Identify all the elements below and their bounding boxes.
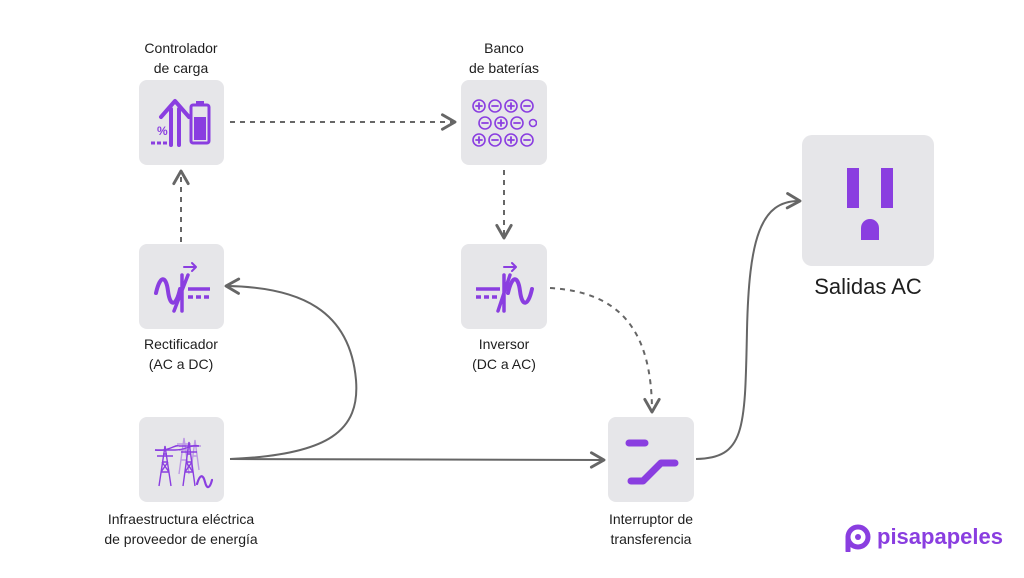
battery-label-line1: Banco [484,40,524,56]
rectifier-label-line2: (AC a DC) [148,356,214,372]
charge-controller-icon: % [150,98,210,147]
logo-p-icon [845,524,871,552]
power-tower-icon [154,437,213,488]
arrow-grid-to-transfer [229,451,606,469]
pisapapeles-logo[interactable]: pisapapeles [843,522,1003,552]
inverter-label-line1: Inversor [478,336,530,352]
transfer-label-line1: Interruptor de [608,511,694,527]
rectifier-icon [153,261,210,313]
transfer-label-line2: transferencia [610,531,692,547]
transfer-switch-node [608,417,694,502]
controller-label-line1: Controlador [144,40,218,56]
grid-node [139,417,224,502]
controller-label-line2: de carga [153,60,209,76]
battery-bank-icon [472,98,537,147]
arrow-grid-to-rectifier [224,277,358,460]
controller-label: Controlador de carga [121,38,241,78]
rectifier-node [139,244,224,329]
percent-text: % [157,124,168,138]
ac-outlet-icon [847,167,893,240]
transfer-label: Interruptor de transferencia [586,509,716,549]
battery-label-line2: de baterías [468,60,540,76]
rectifier-label: Rectificador (AC a DC) [121,334,241,374]
logo-text: pisapapeles [877,524,1003,549]
outlet-label: Salidas AC [788,274,948,300]
transfer-switch-icon [625,439,679,484]
outlet-label-line1: Salidas AC [814,274,922,299]
grid-label: Infraestructura eléctrica de proveedor d… [81,509,281,549]
inverter-label: Inversor (DC a AC) [444,334,564,374]
rectifier-label-line1: Rectificador [144,336,218,352]
battery-label: Banco de baterías [444,38,564,78]
ac-outlet-node [802,135,934,266]
arrow-transfer-to-outlet [695,192,802,460]
grid-label-line2: de proveedor de energía [104,531,258,547]
battery-bank-node [461,80,547,165]
inverter-icon [476,261,534,313]
arrow-inverter-to-transfer [549,287,661,414]
grid-label-line1: Infraestructura eléctrica [107,511,255,527]
inverter-label-line2: (DC a AC) [472,356,536,372]
charge-controller-node: % [139,80,224,165]
inverter-node [461,244,547,329]
